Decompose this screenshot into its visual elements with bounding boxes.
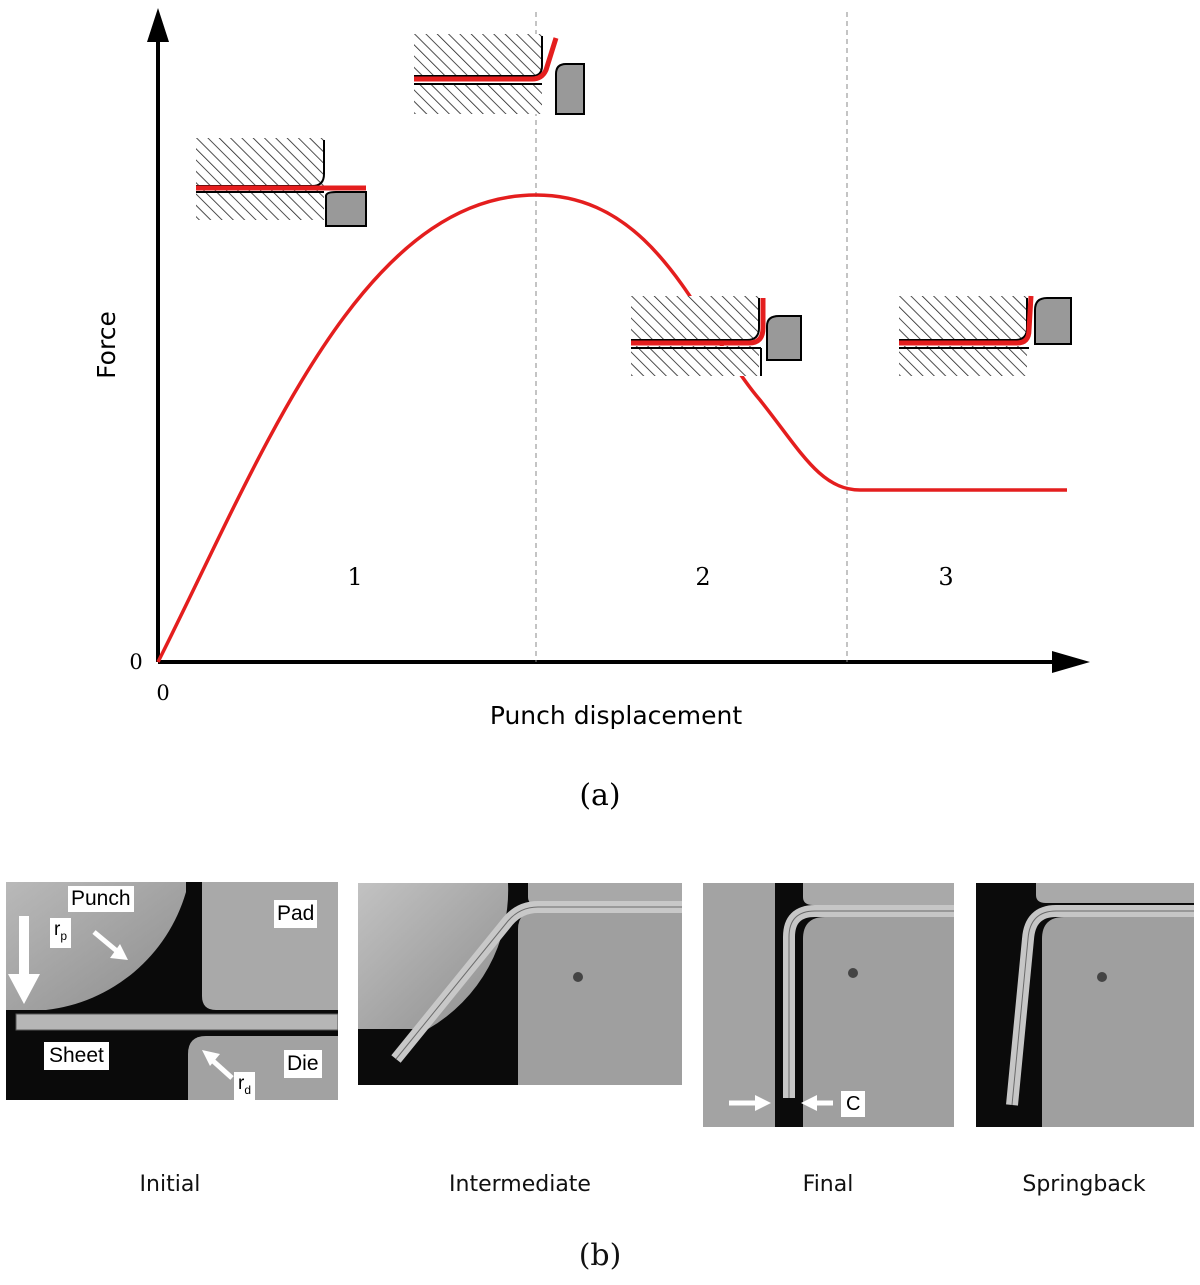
label-punch: Punch [68,886,134,912]
x-axis-arrowhead [1052,651,1090,673]
photo-springback-illustration [1006,883,1194,1127]
schematic-springback [899,295,1072,376]
schematic-intermediate [414,34,585,115]
schematic-final [631,296,802,376]
region-label-3: 3 [938,563,953,591]
stage-label-intermediate: Intermediate [449,1172,591,1197]
photo-springback [976,883,1194,1127]
label-pad: Pad [274,900,318,928]
label-die: Die [284,1050,322,1078]
panel-a-caption: (a) [579,778,620,813]
label-sheet: Sheet [44,1042,109,1070]
photo-intermediate [358,883,682,1085]
x-axis-label: Punch displacement [490,701,743,730]
label-rd: rd [234,1072,256,1100]
stage-label-initial: Initial [139,1172,201,1197]
force-curve [156,193,1067,663]
panel-a-diagram: Force Punch displacement 0 0 1 2 3 (a) [92,8,1090,813]
label-clearance: C [841,1091,866,1117]
photo-final-illustration [703,883,954,1127]
photo-initial: Punch Pad Sheet Die rp rd [6,882,338,1100]
photo-final: C [703,883,954,1127]
stage-label-final: Final [802,1172,854,1197]
y-axis-arrowhead [147,8,169,42]
origin-x-label: 0 [156,681,169,705]
label-rp: rp [50,918,72,948]
y-axis-label: Force [92,311,121,379]
region-label-2: 2 [695,563,710,591]
region-label-1: 1 [347,563,362,591]
photo-intermediate-illustration [358,883,682,1085]
schematic-initial [196,138,367,227]
panel-b-caption: (b) [578,1238,622,1273]
stage-label-springback: Springback [1022,1172,1146,1197]
origin-y-label: 0 [129,650,142,674]
